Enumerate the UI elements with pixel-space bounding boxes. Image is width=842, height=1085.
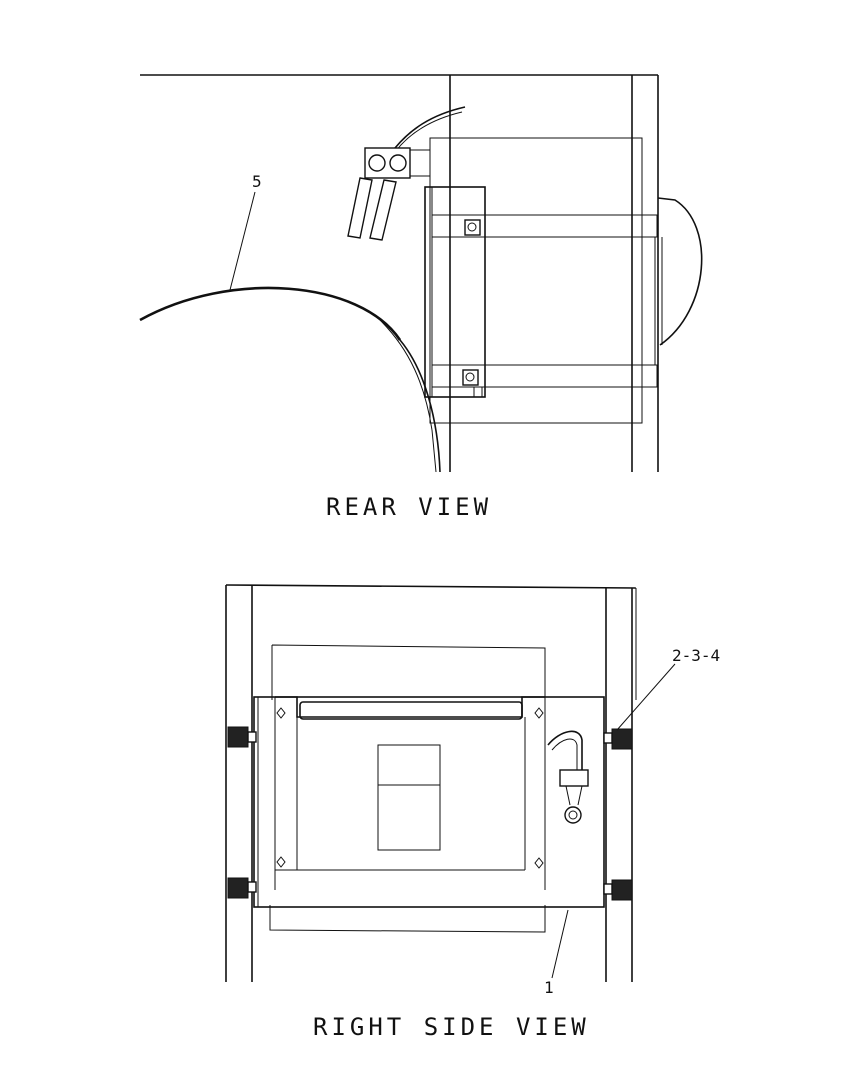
rear-side-bulge — [657, 197, 703, 346]
right-side-view-drawing — [225, 584, 676, 982]
rear-view-caption: REAR VIEW — [326, 493, 493, 521]
rear-tank-arc — [139, 286, 402, 341]
rear-view-drawing — [139, 74, 703, 473]
callout-2-3-4-leader — [616, 663, 676, 731]
side-mount-plate — [253, 696, 605, 908]
callout-5-label: 5 — [252, 172, 262, 191]
fastener-left-lower — [227, 877, 257, 899]
rear-main-housing — [424, 186, 663, 398]
fastener-right-upper — [603, 728, 633, 750]
cable-clamp — [347, 147, 431, 241]
fastener-left-upper — [227, 726, 257, 748]
callout-1-leader — [551, 909, 569, 979]
right-side-view-caption: RIGHT SIDE VIEW — [313, 1013, 590, 1041]
center-window — [377, 744, 441, 851]
callout-2-3-4-label: 2-3-4 — [672, 646, 721, 665]
callout-1-label: 1 — [544, 978, 554, 997]
callout-5-leader — [229, 191, 256, 291]
fastener-right-lower — [603, 879, 633, 901]
